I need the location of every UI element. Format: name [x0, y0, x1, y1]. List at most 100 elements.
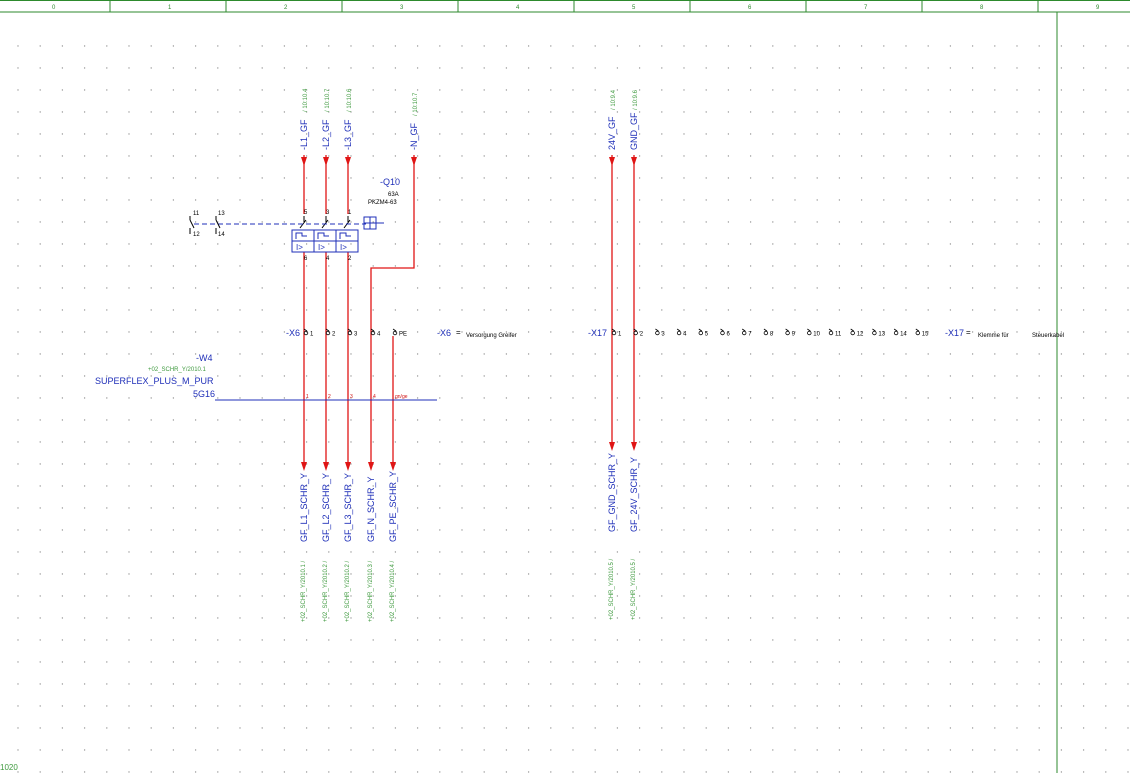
x17-terminal-9: 9 [785, 328, 796, 338]
x17-terminal-7: 7 [741, 328, 752, 338]
x17-terminal-15-label: 15 [922, 332, 929, 338]
top-signal-24v-ref: / 10:9.4 [611, 89, 617, 110]
top-signal-l3: -L3_GF [343, 119, 353, 150]
x17-terminal-6-label: 6 [727, 332, 731, 338]
x6-tag: -X6 [286, 328, 300, 338]
breaker-pin-bottom-3: 2 [348, 256, 352, 262]
breaker-trip-label-2: I> [318, 243, 325, 252]
breaker-trip-label-1: I> [296, 243, 303, 252]
top-signal-l2-ref: / 10:10.7 [325, 88, 331, 112]
arrow-l1-bottom [301, 462, 307, 471]
wires [303, 155, 635, 462]
arrow-l2-top [323, 157, 329, 166]
wire-arrows [301, 157, 637, 471]
arrow-l3-bottom [345, 462, 351, 471]
bottom-signal-pe: GF_PE_SCHR_Y [388, 471, 398, 542]
x17-terminal-14: 14 [893, 328, 907, 338]
arrow-l3-top [345, 157, 351, 166]
ruler-label-0: 0 [52, 5, 56, 11]
bottom-signal-l1-ref: +02_SCHR_Y/2010.1 / [301, 560, 307, 622]
top-signal-24v: 24V_GF [607, 116, 617, 150]
x17-terminal-7-label: 7 [748, 332, 752, 338]
x17-terminal-5: 5 [698, 328, 709, 338]
page-number: 1020 [0, 763, 18, 772]
x6-terminal-4: 4 [370, 328, 381, 338]
bottom-signal-l3: GF_L3_SCHR_Y [343, 473, 353, 542]
ruler-label-8: 8 [980, 5, 984, 11]
cable-cross-section: 5G16 [193, 389, 215, 399]
breaker-pin-top-1: 5 [304, 210, 308, 216]
x17-terminal-1: 1 [611, 328, 622, 338]
ruler-label-9: 9 [1096, 5, 1100, 11]
x17-description2: Steuerkabel [1032, 333, 1064, 339]
x17-terminal-6: 6 [720, 328, 731, 338]
x6-description: Versorgung Greifer [466, 333, 517, 339]
arrow-l2-bottom [323, 462, 329, 471]
x17-terminal-8: 8 [763, 328, 774, 338]
x17-terminal-12-label: 12 [857, 332, 864, 338]
bottom-signal-n-ref: +02_SCHR_Y/2010.3 / [368, 560, 374, 622]
aux-pin-14: 14 [218, 232, 225, 238]
ruler-label-6: 6 [748, 5, 752, 11]
cable-core-pe: gn/ge [395, 394, 408, 400]
breaker-pin-bottom-1: 6 [304, 256, 308, 262]
x17-terminal-11-label: 11 [835, 332, 842, 338]
x17-tag: -X17 [588, 328, 607, 338]
x6-terminal-4-label: 4 [377, 332, 381, 338]
x17-terminal-13: 13 [872, 328, 886, 338]
breaker-type: PKZM4-63 [368, 200, 397, 206]
cable-ref: +02_SCHR_Y/2010.1 [148, 367, 207, 373]
breaker-rating: 63A [388, 192, 399, 198]
x6-terminal-pe: PE [392, 328, 407, 338]
arrow-pe-bottom [390, 462, 396, 471]
x17-terminal-5-label: 5 [705, 332, 709, 338]
breaker-pin-top-2: 3 [326, 210, 330, 216]
x6-label-tag: -X6 [437, 328, 451, 338]
cable-core-3: 3 [350, 394, 353, 400]
arrow-gnd-bottom [609, 442, 615, 451]
arrow-24v-bottom [631, 442, 637, 451]
dot-grid [17, 45, 1129, 773]
x6-terminal-pe-label: PE [399, 332, 407, 338]
arrow-n-bottom [368, 462, 374, 471]
breaker-q10: -Q10 63A PKZM4-63 5 3 1 I> I> [189, 177, 400, 262]
x6-terminal-1-label: 1 [310, 332, 314, 338]
breaker-tag: -Q10 [380, 177, 400, 187]
cable-core-4: 4 [373, 394, 376, 400]
ruler-label-7: 7 [864, 5, 868, 11]
x17-terminal-9-label: 9 [792, 332, 796, 338]
x17-description: Klemme für [978, 333, 1009, 339]
ruler-label-3: 3 [400, 5, 404, 11]
bottom-signal-n: GF_N_SCHR_Y [366, 476, 376, 542]
bottom-signal-24v-ref: +02_SCHR_Y/2010.5 / [631, 558, 637, 620]
ruler-label-5: 5 [632, 5, 636, 11]
breaker-aux-contacts [189, 216, 221, 234]
x17-terminal-3-label: 3 [661, 332, 665, 338]
breaker-trip-label-3: I> [340, 243, 347, 252]
wire-n [370, 155, 415, 462]
top-signal-l2: -L2_GF [321, 119, 331, 150]
cable-core-2: 2 [328, 394, 331, 400]
x17-terminal-13-label: 13 [878, 332, 885, 338]
arrow-gnd-top [631, 157, 637, 166]
x17-terminal-10: 10 [807, 328, 821, 338]
top-signal-l1: -L1_GF [299, 119, 309, 150]
x17-terminal-4-label: 4 [683, 332, 687, 338]
bottom-signal-pe-ref: +02_SCHR_Y/2010.4 / [390, 560, 396, 622]
aux-pin-12: 12 [193, 232, 200, 238]
x17-terminal-1-label: 1 [618, 332, 622, 338]
top-signal-labels: -L1_GF / 10:10.4 -L2_GF / 10:10.7 -L3_GF… [299, 88, 639, 150]
ruler-label-2: 2 [284, 5, 288, 11]
x17-terminal-12: 12 [850, 328, 864, 338]
cable-w4: -W4 +02_SCHR_Y/2010.1 SUPERFLEX_PLUS_M_P… [95, 353, 437, 401]
top-signal-n: -N_GF [409, 122, 419, 150]
arrow-24v-top [609, 157, 615, 166]
x6-terminal-3: 3 [347, 328, 358, 338]
bottom-signal-labels: GF_L1_SCHR_Y +02_SCHR_Y/2010.1 / GF_L2_S… [299, 453, 639, 622]
bottom-signal-l1: GF_L1_SCHR_Y [299, 473, 309, 542]
bottom-signal-gnd: GF_GND_SCHR_Y [607, 453, 617, 532]
x17-terminal-14-label: 14 [900, 332, 907, 338]
